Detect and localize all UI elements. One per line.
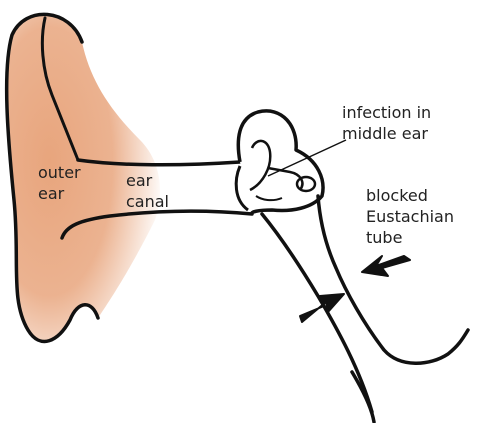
blocked-tube-label-line3: tube <box>366 227 454 248</box>
outer-ear-label-line1: outer <box>38 162 81 183</box>
blocked-tube-label-line1: blocked <box>366 185 454 206</box>
blockage-arrow-left <box>300 294 344 322</box>
ear-canal-label-line2: canal <box>126 191 169 212</box>
blocked-tube-label: blocked Eustachian tube <box>366 185 454 248</box>
infection-label: infection in middle ear <box>342 102 431 144</box>
ear-canal-label-line1: ear <box>126 170 169 191</box>
outer-ear-label-line2: ear <box>38 183 81 204</box>
eustachian-tube-lower-wall <box>352 372 374 422</box>
infection-label-line2: middle ear <box>342 123 431 144</box>
eustachian-tube-left-wall <box>262 214 372 412</box>
infection-label-line1: infection in <box>342 102 431 123</box>
blocked-tube-label-line2: Eustachian <box>366 206 454 227</box>
blockage-arrow-right <box>362 256 410 276</box>
outer-ear-label: outer ear <box>38 162 81 204</box>
ear-canal-label: ear canal <box>126 170 169 212</box>
